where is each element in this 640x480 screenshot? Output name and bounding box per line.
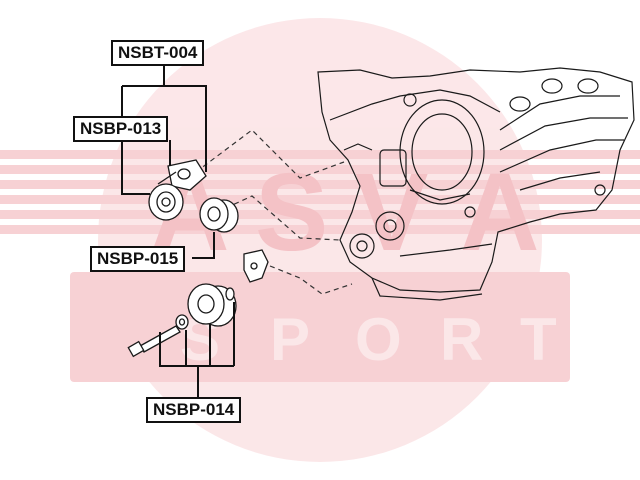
idler-pulley-lower <box>127 283 237 358</box>
leader-lines <box>195 129 353 295</box>
part-label-nsbp-013: NSBP-013 <box>73 116 169 142</box>
pulley-bracket <box>243 249 269 283</box>
part-label-nsbp-014: NSBP-014 <box>146 397 242 423</box>
callout-lines <box>121 63 235 397</box>
svg-text:O: O <box>355 306 402 373</box>
svg-text:S: S <box>255 151 328 274</box>
idler-pulley <box>199 197 239 233</box>
svg-text:R: R <box>440 306 483 373</box>
part-label-nsbp-015: NSBP-015 <box>90 246 186 272</box>
tensioner-assembly <box>148 159 207 221</box>
svg-text:A: A <box>460 151 539 274</box>
engine-block <box>317 67 635 301</box>
svg-text:P: P <box>270 306 310 373</box>
part-label-nsbt-004: NSBT-004 <box>111 40 205 66</box>
svg-text:T: T <box>520 306 557 373</box>
watermark-logo: S P O R T A S V A <box>0 18 640 462</box>
